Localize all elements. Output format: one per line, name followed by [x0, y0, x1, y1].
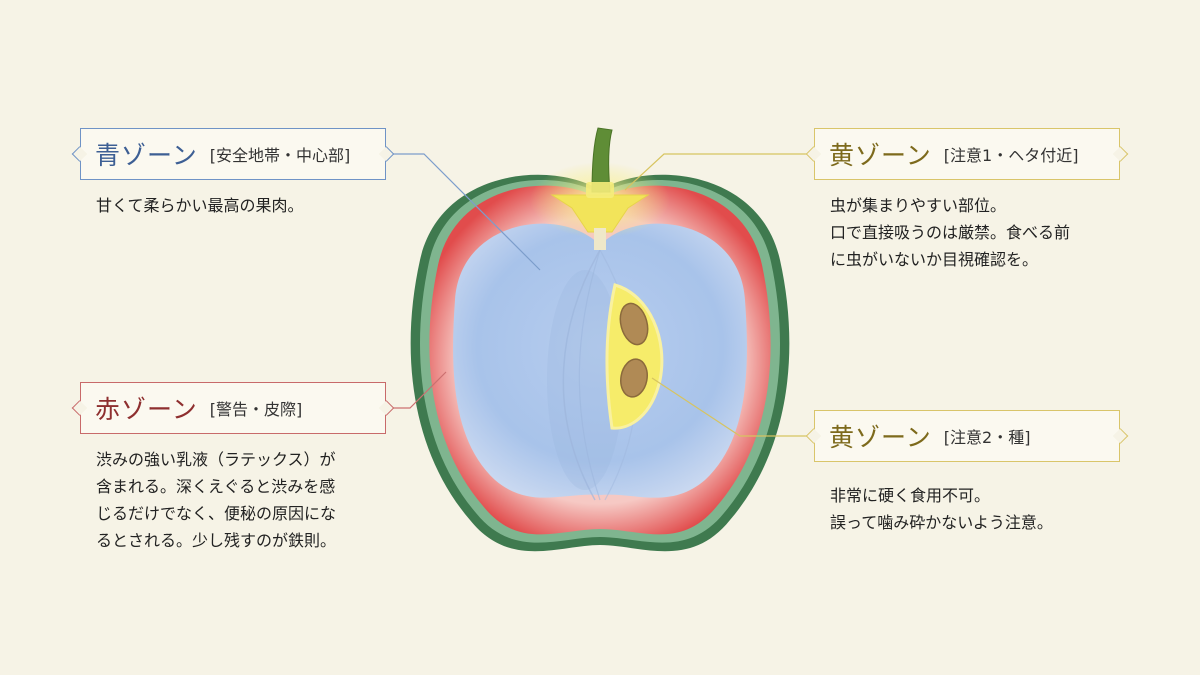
seed-icon — [620, 358, 648, 398]
yellow-top-zone-description: 虫が集まりやすい部位。 口で直接吸うのは厳禁。食べる前 に虫がいないか目視確認を… — [830, 192, 1070, 273]
yellow-seed-desc-line: 非常に硬く食用不可。 — [830, 486, 991, 505]
blue-zone-label: 青ゾーン [安全地帯・中心部] — [80, 128, 386, 180]
red-desc-line: じるだけでなく、便秘の原因にな — [96, 504, 337, 523]
red-desc-line: 含まれる。深くえぐると渋みを感 — [96, 477, 336, 496]
yellow-seed-zone-name: 黄ゾーン — [829, 423, 932, 452]
yellow-seed-desc-line: 誤って噛み砕かないよう注意。 — [830, 513, 1053, 532]
calyx-shape — [550, 194, 650, 233]
red-zone-label: 赤ゾーン [警告・皮際] — [80, 382, 386, 434]
red-desc-line: るとされる。少し残すのが鉄則。 — [96, 531, 337, 550]
red-zone-name: 赤ゾーン — [95, 395, 198, 424]
blue-zone-tag: [安全地帯・中心部] — [209, 146, 351, 165]
leader-line-blue — [386, 153, 541, 271]
red-zone-tag: [警告・皮際] — [209, 400, 303, 419]
blue-zone-description: 甘くて柔らかい最高の果肉。 — [96, 192, 304, 219]
blue-desc-line: 甘くて柔らかい最高の果肉。 — [96, 196, 304, 215]
leader-line-yellow-top — [624, 153, 814, 191]
yellow-top-zone-label: 黄ゾーン [注意1・ヘタ付近] — [814, 128, 1120, 180]
red-desc-line: 渋みの強い乳液（ラテックス）が — [96, 450, 336, 469]
stem — [591, 127, 613, 193]
yellow-top-desc-line: 虫が集まりやすい部位。 — [830, 196, 1007, 215]
yellow-seed-zone-label: 黄ゾーン [注意2・種] — [814, 410, 1120, 462]
yellow-top-zone-tag: [注意1・ヘタ付近] — [943, 146, 1079, 165]
yellow-top-desc-line: に虫がいないか目視確認を。 — [830, 250, 1039, 269]
yellow-top-desc-line: 口で直接吸うのは厳禁。食べる前 — [830, 223, 1071, 242]
leader-line-yellow-seed — [651, 377, 814, 437]
blue-zone-area — [453, 223, 747, 498]
yellow-seed-zone-description: 非常に硬く食用不可。 誤って噛み砕かないよう注意。 — [830, 482, 1053, 536]
yellow-seed-zone-tag: [注意2・種] — [943, 428, 1031, 447]
yellow-top-zone-name: 黄ゾーン — [829, 141, 932, 170]
seed-icon — [619, 302, 649, 346]
red-zone-description: 渋みの強い乳液（ラテックス）が 含まれる。深くえぐると渋みを感 じるだけでなく、… — [96, 446, 336, 554]
blue-zone-name: 青ゾーン — [95, 141, 198, 170]
